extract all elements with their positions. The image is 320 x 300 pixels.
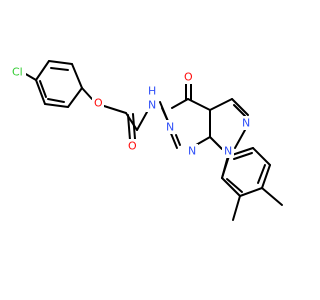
bond [233, 152, 253, 160]
bond [39, 80, 47, 98]
molecule-diagram: Cl O O N H N O N N N [10, 60, 283, 221]
bond [127, 114, 131, 141]
bond [47, 98, 65, 103]
bond [252, 147, 271, 166]
bond [257, 164, 266, 184]
bond [50, 67, 69, 71]
bond [261, 164, 271, 189]
bond [221, 155, 230, 179]
atom-amide-hydrogen: H [148, 85, 156, 98]
bond [132, 113, 136, 140]
bond [187, 98, 211, 111]
atom-labels: Cl O O N H N O N N N [10, 65, 252, 158]
atom-chlorine: Cl [12, 66, 23, 79]
atom-pyrimidine-nitrogen-7: N [188, 145, 196, 158]
bond [195, 136, 211, 146]
bond [234, 129, 246, 149]
atom-ether-oxygen: O [94, 97, 103, 110]
bond [35, 60, 50, 81]
bond [261, 187, 283, 206]
bond [239, 187, 263, 197]
bond [226, 178, 243, 193]
bond [71, 63, 83, 89]
atom-pyrazole-nitrogen-2: N [242, 117, 250, 130]
bond [35, 79, 46, 105]
bond [48, 60, 73, 65]
bond [221, 177, 241, 197]
bond [103, 105, 127, 114]
atom-ring-nitrogen-5: N [166, 121, 174, 134]
bond [231, 98, 249, 116]
atom-keto-oxygen: O [184, 71, 193, 84]
structure-svg: Cl O O N H N O N N N [10, 60, 283, 221]
bond [209, 136, 223, 150]
atom-amide-oxygen: O [128, 140, 137, 153]
bond [136, 111, 148, 131]
atom-pyrazole-nitrogen-1: N [224, 145, 232, 158]
bond [67, 87, 83, 108]
bond [232, 195, 241, 221]
bond [81, 87, 93, 100]
bond [44, 103, 69, 108]
atom-amide-nitrogen: N [148, 99, 156, 112]
bond [175, 134, 181, 146]
bond [209, 98, 233, 111]
bond [233, 104, 246, 117]
